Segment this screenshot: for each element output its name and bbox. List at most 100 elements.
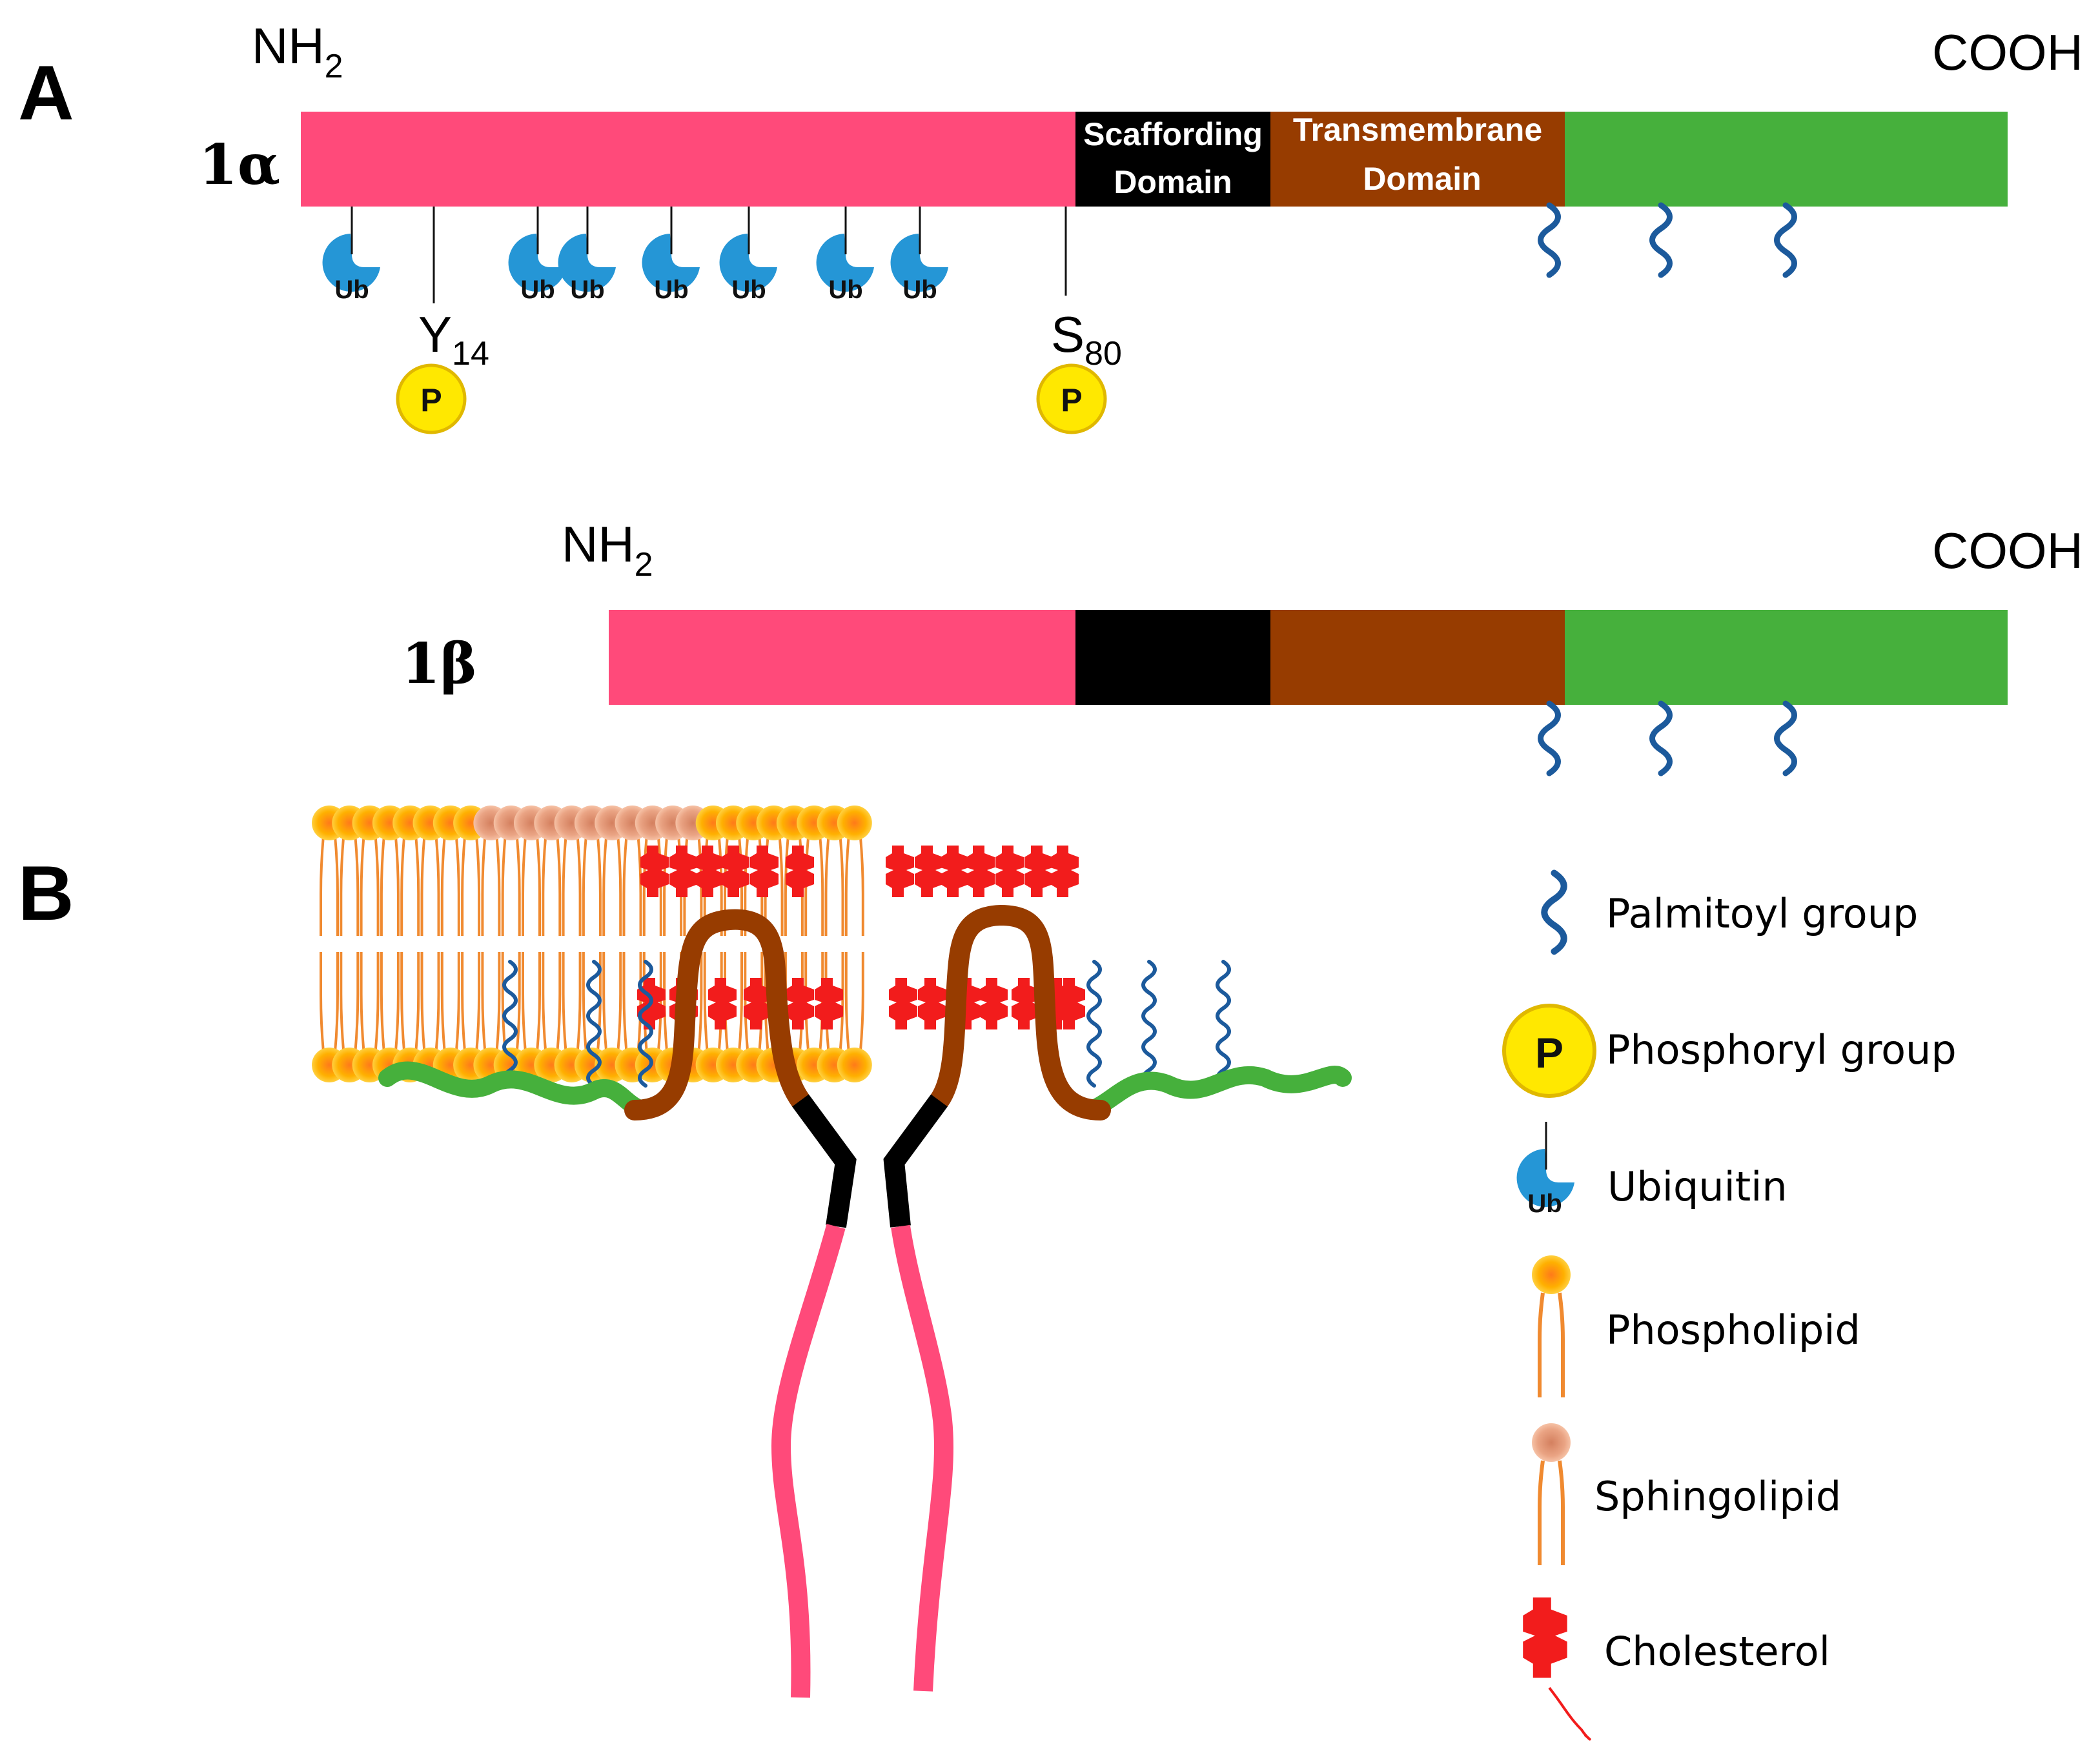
phospholipid-tail [562, 952, 582, 1053]
sphingolipid-tail [501, 835, 521, 936]
scaffolding-label-line1: Scaffording [1083, 116, 1263, 152]
s80-label: S80 [1051, 306, 1122, 372]
phosphate-symbol: P [420, 382, 442, 418]
sphingolipid-head-icon [1532, 1423, 1571, 1462]
beta-scaffolding-domain [1075, 610, 1270, 705]
y14-label: Y14 [418, 306, 489, 372]
legend-ubiquitin-symbol: Ub [1527, 1190, 1562, 1218]
phospholipid-tail [420, 952, 440, 1053]
beta-isoform-label: 1β [402, 631, 477, 696]
alpha-n-terminal-domain [301, 112, 1075, 207]
phospholipid-tail [804, 952, 824, 1053]
s80-phosphorylation-site: S80 P [1036, 207, 1122, 434]
cholesterol-icon [1523, 1597, 1567, 1678]
legend-sphingolipid-label: Sphingolipid [1594, 1473, 1841, 1520]
phospholipid-tail [400, 952, 420, 1053]
phospholipid-tail [400, 835, 420, 936]
phospholipid-tail [461, 952, 481, 1053]
panel-label-b: B [18, 850, 74, 937]
cholesterol-bottom [708, 978, 737, 1029]
alpha-ubiquitination-sites: Ub Ub Ub Ub Ub Ub Ub [321, 205, 950, 304]
palmitoyl-icon [1541, 205, 1558, 275]
ubiquitin-symbol: Ub [334, 276, 369, 304]
cholesterol-top [915, 846, 943, 897]
phosphate-icon [1036, 363, 1107, 434]
beta-transmembrane-domain [1270, 610, 1565, 705]
cholesterol-top [995, 846, 1024, 897]
caveolin-scaffolding-right [883, 1094, 948, 1228]
caveolin-transmembrane-left [624, 909, 811, 1120]
phospholipid-tail [380, 835, 400, 936]
caveolin-n-terminal-right [891, 1224, 954, 1692]
caveolin-n-terminal-left [771, 1224, 846, 1698]
palmitoyl-icon [1653, 704, 1670, 773]
beta-n-terminus: NH2 [562, 516, 653, 583]
phospholipid-head [837, 806, 872, 840]
phospholipid-tail [360, 835, 380, 936]
palmitoyl-icon [1777, 205, 1795, 275]
caveolin-scaffolding-left [792, 1094, 857, 1228]
phospholipid-tail [320, 835, 339, 936]
cholesterol-bottom [979, 978, 1008, 1029]
sphingolipid-tail [481, 835, 501, 936]
phospholipid-tail [522, 952, 541, 1053]
phospholipid-tail [542, 952, 562, 1053]
palmitoyl-icon [1541, 704, 1558, 773]
phospholipid-tail [440, 952, 460, 1053]
cholesterol-bottom [918, 978, 946, 1029]
transmembrane-label-line2: Domain [1363, 161, 1481, 197]
alpha-isoform-label: 1α [199, 132, 280, 198]
palmitoyl-chain [1143, 962, 1155, 1086]
ubiquitin-symbol: Ub [828, 276, 862, 304]
palmitoyl-icon [1777, 704, 1795, 773]
sphingolipid-tail-icon [1538, 1460, 1565, 1565]
phospholipid-tail [380, 952, 400, 1053]
sphingolipid-tail [522, 835, 541, 936]
legend-phosphoryl-label: Phosphoryl group [1606, 1026, 1957, 1073]
sphingolipid-tail [602, 835, 622, 936]
alpha-n-terminus: NH2 [252, 17, 343, 85]
caveolin-c-terminal-right [1088, 1066, 1352, 1116]
beta-protein-bar [609, 610, 2008, 705]
phospholipid-tail [582, 952, 602, 1053]
alpha-transmembrane-domain [1270, 112, 1565, 207]
caveolin-transmembrane-right [929, 904, 1111, 1120]
phosphate-icon [1502, 1004, 1596, 1098]
phospholipid-tail-icon [1538, 1292, 1565, 1397]
cholesterol-top [669, 846, 698, 897]
phospholipid-tail [440, 835, 460, 936]
cholesterol-top [941, 846, 969, 897]
beta-c-terminus: COOH [1932, 522, 2083, 579]
ubiquitin-symbol: Ub [731, 276, 766, 304]
legend-phosphate-symbol: P [1535, 1029, 1563, 1077]
alpha-protein-bar [301, 112, 2008, 207]
phospholipid-tail [340, 835, 360, 936]
phosphate-symbol: P [1061, 382, 1082, 418]
ubiquitin-symbol: Ub [654, 276, 688, 304]
ubiquitin-symbol: Ub [520, 276, 555, 304]
legend-palmitoyl-label: Palmitoyl group [1606, 890, 1918, 937]
phosphate-icon [396, 363, 467, 434]
cholesterol-top [886, 846, 914, 897]
phospholipid-tail [622, 952, 642, 1053]
y14-phosphorylation-site: Y14 P [396, 207, 489, 434]
ubiquitin-symbol: Ub [570, 276, 604, 304]
cholesterol-bottom [815, 978, 843, 1029]
transmembrane-label-line1: Transmembrane [1293, 112, 1542, 148]
cholesterol-top [786, 846, 814, 897]
ubiquitin-symbol: Ub [902, 276, 937, 304]
phospholipid-tail [340, 952, 360, 1053]
phospholipid-tail [844, 835, 864, 936]
phospholipid-tail [320, 952, 339, 1053]
phospholipid-tail [844, 952, 864, 1053]
scaffolding-label-line2: Domain [1114, 164, 1232, 200]
palmitoyl-icon [1544, 873, 1563, 952]
legend-phospholipid-label: Phospholipid [1606, 1306, 1860, 1353]
phospholipid-tail [461, 835, 481, 936]
alpha-c-terminal-domain [1565, 112, 2008, 207]
palmitoyl-chain [1088, 962, 1100, 1086]
phospholipid-tail [420, 835, 440, 936]
alpha-c-terminus: COOH [1932, 24, 2083, 81]
